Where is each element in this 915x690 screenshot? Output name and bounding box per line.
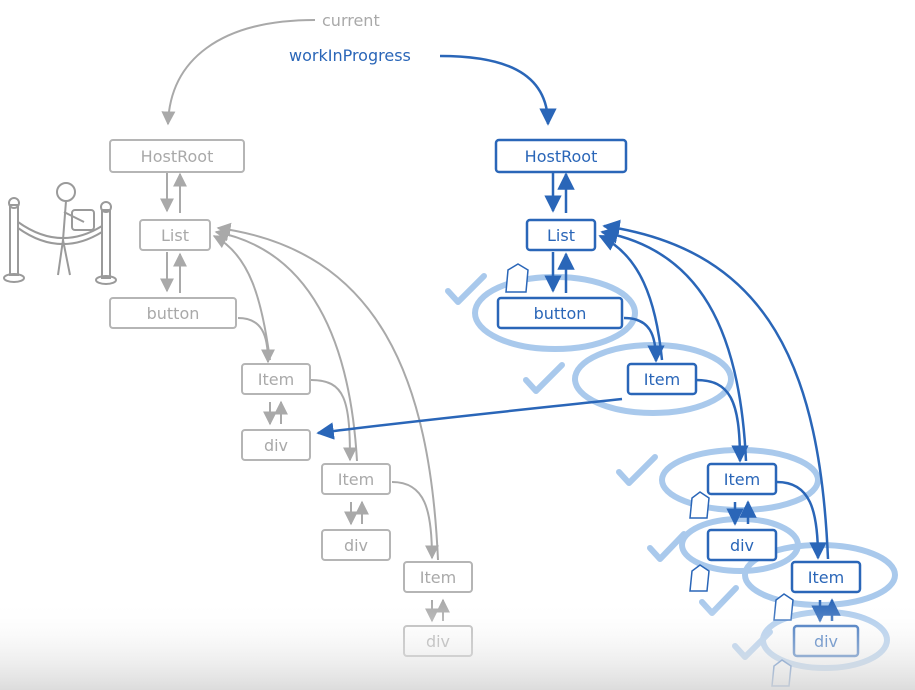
svg-text:button: button bbox=[534, 304, 587, 323]
wip-node-item3: Item bbox=[790, 560, 862, 594]
svg-text:List: List bbox=[547, 226, 575, 245]
check-icon bbox=[523, 362, 565, 394]
svg-text:Item: Item bbox=[338, 470, 374, 489]
tag-icon bbox=[689, 564, 710, 592]
svg-text:button: button bbox=[147, 304, 200, 323]
svg-text:div: div bbox=[344, 536, 368, 555]
svg-text:HostRoot: HostRoot bbox=[141, 147, 214, 166]
wip-tree: HostRoot List button Item Item div Item bbox=[494, 138, 862, 658]
check-icon bbox=[445, 273, 487, 305]
svg-text:Item: Item bbox=[808, 568, 844, 587]
svg-text:div: div bbox=[264, 436, 288, 455]
current-node-item1: Item bbox=[241, 363, 311, 395]
work-in-progress-label: workInProgress bbox=[289, 46, 411, 65]
current-label: current bbox=[322, 11, 380, 30]
wip-node-div2: div bbox=[706, 528, 778, 562]
current-tree: HostRoot List button Item div Item div bbox=[109, 139, 473, 657]
svg-text:HostRoot: HostRoot bbox=[525, 147, 598, 166]
wip-pointer-arrow bbox=[439, 54, 557, 126]
current-node-button: button bbox=[109, 297, 237, 329]
svg-text:Item: Item bbox=[724, 470, 760, 489]
current-tree-edges bbox=[160, 172, 450, 623]
svg-text:Item: Item bbox=[258, 370, 294, 389]
wip-node-hostroot: HostRoot bbox=[494, 138, 628, 174]
current-node-list: List bbox=[139, 219, 211, 251]
svg-text:Item: Item bbox=[420, 568, 456, 587]
bottom-fade bbox=[0, 600, 915, 690]
current-node-item3: Item bbox=[403, 561, 473, 593]
current-node-hostroot: HostRoot bbox=[109, 139, 245, 173]
current-node-div2: div bbox=[321, 529, 391, 561]
wip-tree-edges bbox=[316, 172, 841, 623]
stick-figure-icon bbox=[3, 182, 117, 285]
wip-node-item1: Item bbox=[626, 362, 698, 396]
tag-icon bbox=[505, 263, 529, 293]
svg-text:div: div bbox=[730, 536, 754, 555]
current-node-item2: Item bbox=[321, 463, 391, 495]
alternate-pointer-arrow bbox=[316, 397, 623, 440]
tag-icon bbox=[689, 491, 710, 519]
check-icon bbox=[647, 531, 687, 562]
check-icon bbox=[616, 454, 658, 486]
wip-node-list: List bbox=[525, 218, 597, 252]
svg-text:List: List bbox=[161, 226, 189, 245]
wip-node-item2: Item bbox=[706, 462, 778, 496]
svg-text:Item: Item bbox=[644, 370, 680, 389]
highlight-item1 bbox=[572, 342, 734, 416]
current-pointer-arrow bbox=[161, 19, 316, 126]
current-node-div1: div bbox=[241, 429, 311, 461]
wip-node-button: button bbox=[496, 296, 624, 330]
